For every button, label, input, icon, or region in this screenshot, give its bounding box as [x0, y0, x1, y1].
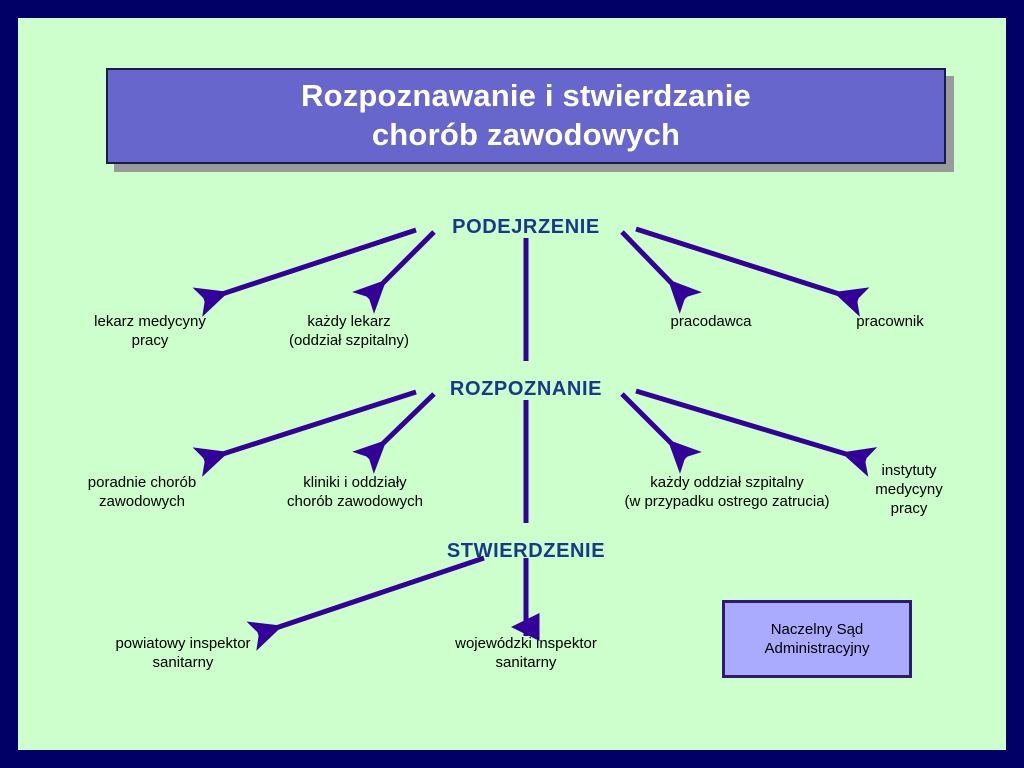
- stage-heading-stwierdzenie: STWIERDZENIE: [446, 540, 606, 562]
- connector-podejrzenie-to-pracownik: [635, 226, 870, 317]
- title-banner: Rozpoznawanie i stwierdzanie chorób zawo…: [106, 68, 946, 164]
- leaf-wojewodzki-inspektor-sanitarny: wojewódzki inspektor sanitarny: [455, 635, 597, 672]
- leaf-kazdy-lekarz-oddzial-szpitalny: każdy lekarz (oddział szpitalny): [288, 313, 410, 350]
- connector-podejrzenie-to-kazdy-lekarz: [352, 230, 436, 314]
- connector-rozpoznanie-to-kazdy-oddzial: [620, 392, 702, 474]
- leaf-lekarz-medycyny-pracy: lekarz medycyny pracy: [94, 313, 206, 350]
- naczelny-sad-administracyjny-label: Naczelny Sąd Administracyjny: [764, 620, 870, 658]
- connector-podejrzenie-to-lekarz-medycyny-pracy: [192, 227, 417, 317]
- connector-rozpoznanie-to-kliniki: [352, 392, 436, 475]
- leaf-kliniki-i-oddzialy-chorob-zawodowych: kliniki i oddziały chorób zawodowych: [287, 474, 423, 511]
- leaf-powiatowy-inspektor-sanitarny: powiatowy inspektor sanitarny: [115, 635, 251, 672]
- connector-rozpoznanie-to-instytuty: [635, 388, 878, 477]
- connector-podejrzenie-to-pracodawca: [620, 230, 703, 314]
- slide-canvas: Rozpoznawanie i stwierdzanie chorób zawo…: [18, 18, 1006, 750]
- stage-heading-rozpoznanie: ROZPOZNANIE: [449, 378, 603, 400]
- connector-rozpoznanie-to-poradnie: [192, 389, 417, 477]
- page-title: Rozpoznawanie i stwierdzanie chorób zawo…: [300, 78, 751, 152]
- leaf-poradnie-chorob-zawodowych: poradnie chorób zawodowych: [87, 474, 197, 511]
- leaf-kazdy-oddzial-szpitalny: każdy oddział szpitalny (w przypadku ost…: [624, 474, 830, 511]
- leaf-pracodawca: pracodawca: [670, 313, 752, 330]
- naczelny-sad-administracyjny-box: Naczelny Sąd Administracyjny: [722, 600, 912, 678]
- leaf-pracownik: pracownik: [856, 313, 924, 330]
- leaf-instytuty-medycyny-pracy: instytuty medycyny pracy: [875, 462, 943, 518]
- stage-heading-podejrzenie: PODEJRZENIE: [452, 216, 600, 238]
- connector-stwierdzenie-to-powiatowy: [246, 555, 485, 651]
